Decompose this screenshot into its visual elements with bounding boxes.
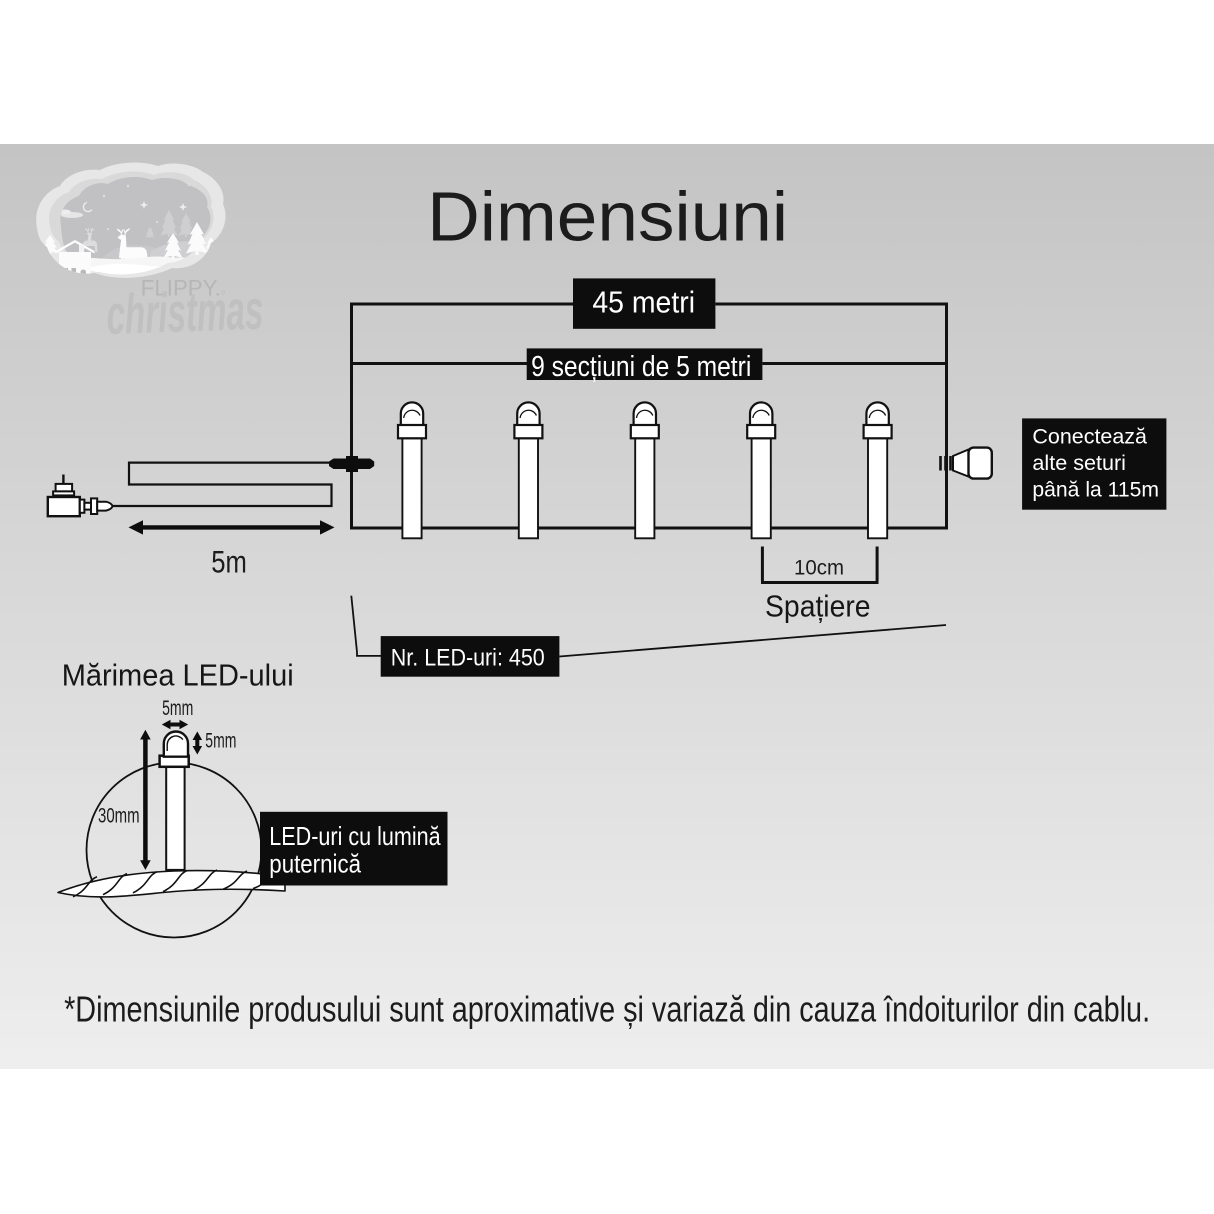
svg-text:*Dimensiunile produsului sunt: *Dimensiunile produsului sunt aproximati… bbox=[64, 989, 1150, 1030]
svg-text:5mm: 5mm bbox=[205, 730, 236, 753]
svg-text:30mm: 30mm bbox=[98, 805, 140, 828]
svg-text:Conectează: Conectează bbox=[1032, 425, 1147, 449]
svg-text:LED-uri cu lumină: LED-uri cu lumină bbox=[269, 821, 441, 851]
svg-text:până la 115m: până la 115m bbox=[1032, 478, 1159, 502]
svg-text:9 secțiuni de 5 metri: 9 secțiuni de 5 metri bbox=[531, 351, 751, 383]
svg-text:christmas: christmas bbox=[105, 278, 264, 346]
svg-text:45 metri: 45 metri bbox=[592, 285, 695, 319]
svg-text:Dimensiuni: Dimensiuni bbox=[427, 178, 788, 256]
svg-text:Spațiere: Spațiere bbox=[765, 590, 871, 623]
svg-text:Nr. LED-uri: 450: Nr. LED-uri: 450 bbox=[391, 646, 545, 672]
svg-text:Mărimea LED-ului: Mărimea LED-ului bbox=[62, 657, 294, 692]
svg-text:5mm: 5mm bbox=[162, 696, 193, 720]
svg-text:FLIPPY.: FLIPPY. bbox=[141, 276, 221, 301]
svg-text:10cm: 10cm bbox=[794, 555, 844, 580]
svg-text:alte seturi: alte seturi bbox=[1032, 451, 1126, 475]
svg-text:5m: 5m bbox=[211, 543, 247, 579]
svg-text:puternică: puternică bbox=[269, 849, 361, 879]
